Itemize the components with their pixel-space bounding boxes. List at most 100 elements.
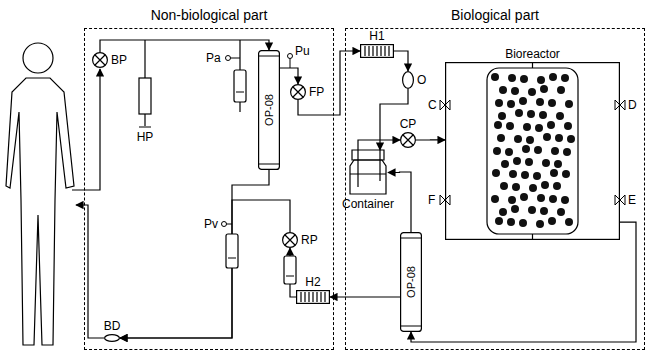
cell-bead xyxy=(536,98,544,106)
patient-body xyxy=(6,78,74,345)
chamber-oval xyxy=(403,72,414,89)
drip-chamber xyxy=(234,70,246,102)
cell-bead xyxy=(548,99,556,107)
cell-bead xyxy=(522,145,530,153)
node-label: H1 xyxy=(369,29,384,43)
cell-bead xyxy=(515,109,523,117)
heater-body xyxy=(297,291,330,304)
heater-box: H1 xyxy=(360,44,394,58)
cell-bead xyxy=(541,181,549,189)
pump-symbol-outline xyxy=(290,84,306,100)
container-bottle: Container xyxy=(348,150,388,195)
cell-bead xyxy=(562,170,570,178)
cell-bead xyxy=(520,75,528,83)
cell-bead xyxy=(539,111,547,119)
heater-fins xyxy=(301,292,325,302)
cell-bead xyxy=(549,195,557,203)
filter-caps xyxy=(400,238,422,326)
drip-level xyxy=(228,258,236,259)
callout-label: C xyxy=(428,98,437,112)
cell-bead xyxy=(508,74,516,82)
pump-cross xyxy=(95,55,105,65)
cell-bead xyxy=(501,160,509,168)
syringe-plunger xyxy=(139,114,151,127)
cell-bead xyxy=(505,148,513,156)
node-label: FP xyxy=(309,85,324,99)
cell-bead xyxy=(499,86,507,94)
cell-bead xyxy=(540,85,548,93)
container-bottle-outline xyxy=(348,150,388,195)
cell-bead xyxy=(537,194,545,202)
heparin-line xyxy=(144,40,145,78)
cell-bead xyxy=(512,183,520,191)
bottle-tubes xyxy=(350,150,386,187)
cell-bead xyxy=(548,217,556,225)
cell-bead xyxy=(533,172,541,180)
drip-chamber xyxy=(226,234,238,268)
bioreactor-box: Bioreactor xyxy=(445,62,620,240)
pump-cross xyxy=(403,135,413,145)
valve-symbol xyxy=(440,100,625,205)
region-title: Biological part xyxy=(451,7,539,23)
cell-bead xyxy=(561,74,569,82)
cell-bead xyxy=(526,136,534,144)
node-label: HP xyxy=(137,130,154,144)
pump-circle xyxy=(93,53,108,68)
pump-symbol-outline xyxy=(92,52,108,68)
blood-outflow-line xyxy=(72,69,100,190)
cell-bead xyxy=(535,124,543,132)
flow-line xyxy=(411,222,636,342)
cell-bead xyxy=(511,205,519,213)
pressure-port-line xyxy=(290,59,291,69)
heater-box-outline xyxy=(360,44,394,58)
region-box: Non-biological partBPHPOP-08FPRPH2BD xyxy=(84,28,334,350)
cell-beads xyxy=(491,73,575,228)
node-label: O xyxy=(417,73,426,87)
cell-bead xyxy=(519,219,527,227)
pump-cross xyxy=(285,235,295,245)
flow-line xyxy=(100,40,269,52)
bioreactor-frame xyxy=(446,63,620,240)
callout-label: D xyxy=(628,98,637,112)
node-label: OP-08 xyxy=(262,94,276,126)
chamber-symbol-outline xyxy=(104,334,120,342)
cell-bead xyxy=(529,184,537,192)
node-label: Bioreactor xyxy=(505,47,560,61)
pump-symbol-outline xyxy=(282,232,298,248)
cell-bead xyxy=(514,135,522,143)
cell-bead xyxy=(556,112,564,120)
pump-symbol: RP xyxy=(282,232,298,248)
pump-circle xyxy=(291,85,306,100)
pump-symbol: CP xyxy=(400,132,416,148)
pressure-port-line xyxy=(231,58,241,59)
syringe-pump: HP xyxy=(138,78,152,128)
cell-bead xyxy=(540,207,548,215)
plasma-filter: OP-08 xyxy=(400,232,422,332)
cell-bead xyxy=(491,73,499,81)
pump-symbol-outline xyxy=(400,132,416,148)
flow-line xyxy=(298,51,360,115)
cell-bead xyxy=(554,160,562,168)
cell-bead xyxy=(492,169,500,177)
heater-box-outline xyxy=(296,290,330,304)
cell-bead xyxy=(547,121,555,129)
callout-label: E xyxy=(628,193,636,207)
pressure-port xyxy=(288,54,293,59)
node-label: RP xyxy=(301,233,318,247)
chamber-symbol: O xyxy=(402,71,414,89)
pressure-port xyxy=(226,56,231,61)
callout-label: Pv xyxy=(204,217,218,231)
flow-line xyxy=(120,170,269,338)
chamber-oval xyxy=(105,335,120,342)
cell-bead xyxy=(511,87,519,95)
filter-body xyxy=(259,51,280,170)
cell-bead xyxy=(563,148,571,156)
cell-bead xyxy=(493,147,501,155)
cell-bead xyxy=(513,157,521,165)
pressure-port-line xyxy=(227,224,233,225)
callout-label: Pu xyxy=(295,44,310,58)
cell-bead xyxy=(534,146,542,154)
node-label: Container xyxy=(342,197,394,211)
cell-bead xyxy=(495,217,503,225)
